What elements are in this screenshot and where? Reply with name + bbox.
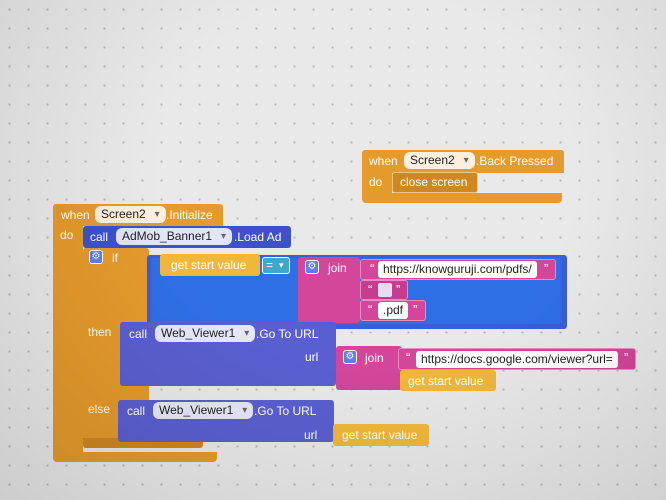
slot-close-quote: ” <box>396 282 401 297</box>
else-label: else <box>88 402 111 416</box>
else-url-param-label: url <box>304 428 318 442</box>
docs-get-start-value-label: get start value <box>408 374 484 388</box>
close-screen-label: close screen <box>400 175 468 189</box>
url-prefix-close-quote: ” <box>544 261 549 276</box>
back-event-name: .Back Pressed <box>476 154 554 168</box>
pdf-suffix-close-quote: ” <box>413 302 418 317</box>
load-ad-method: .Load Ad <box>234 230 282 244</box>
docs-get-start-value-block[interactable] <box>400 370 496 391</box>
back-do-label: do <box>369 175 383 189</box>
get-start-value-block[interactable] <box>160 254 260 276</box>
get-start-value-label: get start value <box>171 258 247 272</box>
admob-component-dropdown[interactable]: AdMob_Banner1 <box>116 228 233 245</box>
compare-chevron-down-icon: ▾ <box>279 260 284 270</box>
back-when-label: when <box>369 154 398 168</box>
else-get-start-value-block[interactable] <box>333 424 429 446</box>
url-prefix-text[interactable]: https://knowguruji.com/pdfs/ <box>378 261 537 278</box>
back-pressed-footer <box>362 193 562 203</box>
docs-join-gear-icon[interactable]: ⚙ <box>343 350 357 364</box>
init-do-label: do <box>60 228 74 242</box>
then-web-viewer-dropdown[interactable]: Web_Viewer1 <box>155 325 256 342</box>
else-call-word: call <box>127 404 146 418</box>
if-label: if <box>112 251 118 265</box>
init-screen-dropdown[interactable]: Screen2 <box>95 206 166 223</box>
init-event-name: .Initialize <box>166 208 213 222</box>
pdf-join-label: join <box>328 261 347 275</box>
docs-join-label: join <box>365 351 384 365</box>
url-prefix-open-quote: “ <box>370 261 375 276</box>
else-web-viewer-dropdown[interactable]: Web_Viewer1 <box>153 402 254 419</box>
slot-open-quote: “ <box>368 282 373 297</box>
docs-url-close-quote: ” <box>624 350 629 365</box>
then-goto-method: .Go To URL <box>256 327 319 341</box>
empty-text-slot[interactable] <box>378 283 392 297</box>
close-screen-block[interactable] <box>392 172 478 193</box>
if-else-footer <box>83 438 203 448</box>
then-label: then <box>88 325 112 339</box>
compare-operator-dropdown[interactable] <box>262 257 290 274</box>
initialize-do-arm <box>53 226 83 456</box>
back-pressed-do-arm <box>362 173 392 195</box>
else-goto-method: .Go To URL <box>254 404 317 418</box>
join-mutator-gear-icon[interactable]: ⚙ <box>305 260 319 274</box>
then-url-param-label: url <box>305 350 319 364</box>
pdf-suffix-text[interactable]: .pdf <box>378 302 409 319</box>
initialize-footer <box>53 452 217 462</box>
pdf-suffix-open-quote: “ <box>368 302 373 317</box>
docs-url-text[interactable]: https://docs.google.com/viewer?url= <box>416 351 618 368</box>
compare-operator-label: = <box>266 258 274 272</box>
then-call-word: call <box>129 327 148 341</box>
else-get-start-value-label: get start value <box>342 428 418 442</box>
if-mutator-gear-icon[interactable]: ⚙ <box>89 250 103 264</box>
back-screen-dropdown[interactable]: Screen2 <box>404 152 475 169</box>
init-when-label: when <box>61 208 90 222</box>
load-ad-call-word: call <box>90 230 109 244</box>
docs-url-open-quote: “ <box>406 350 411 365</box>
